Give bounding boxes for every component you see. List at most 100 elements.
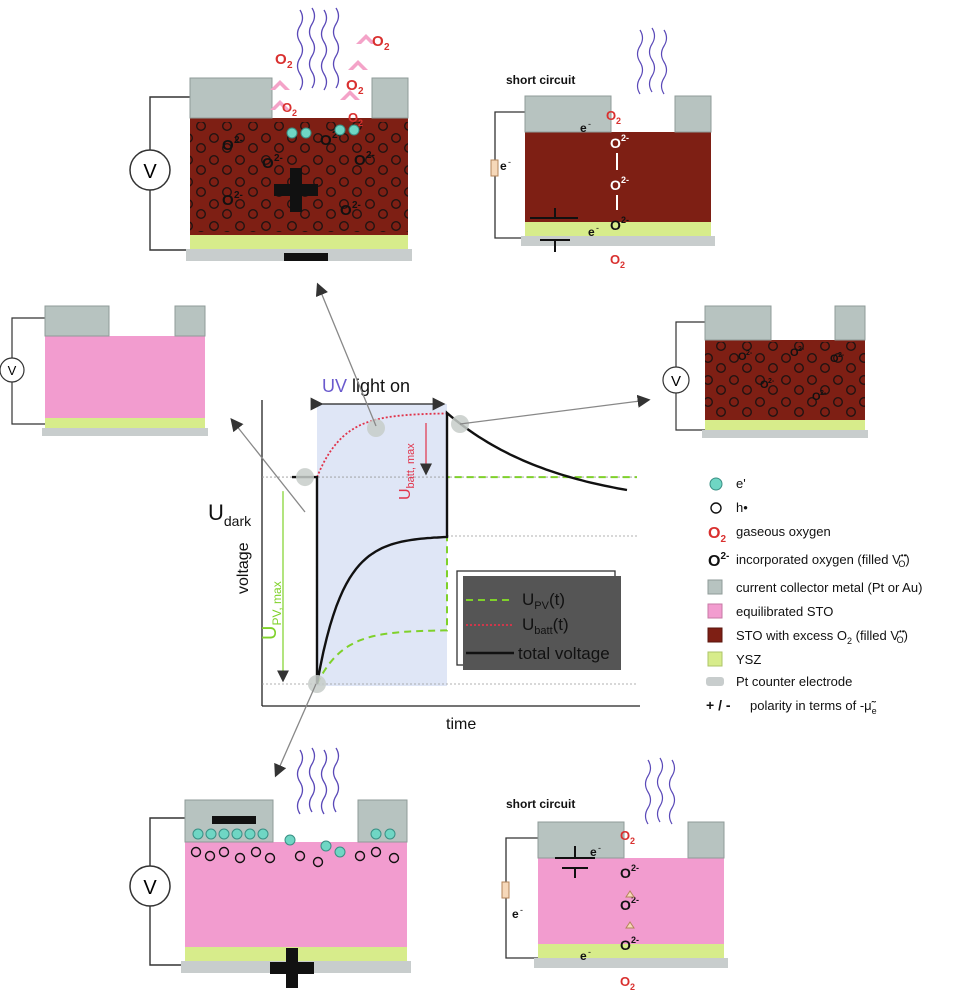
panel-left-middle: V	[0, 305, 208, 436]
uv-illumination-band	[317, 404, 447, 686]
svg-text:O: O	[346, 77, 358, 94]
electron-labels: e- e- e-	[500, 119, 599, 239]
svg-text:2-: 2-	[274, 153, 283, 164]
collector-right	[834, 305, 866, 341]
legend-entry-ubatt: Ubatt(t)	[522, 615, 569, 637]
svg-text:2-: 2-	[621, 133, 629, 143]
legend-incorp-o-icon: O2-	[708, 551, 729, 570]
svg-text:2-: 2-	[621, 215, 629, 225]
svg-text:O: O	[275, 51, 287, 68]
collector-right	[674, 95, 712, 133]
udark-label: Udark	[208, 500, 252, 529]
chart-legend: UPV(t) Ubatt(t) total voltage	[456, 570, 621, 670]
svg-text:2-: 2-	[746, 350, 753, 357]
svg-text:O: O	[760, 379, 769, 391]
svg-text:2: 2	[620, 260, 625, 270]
current-arrow-icon	[490, 159, 499, 177]
pt-electrode	[42, 428, 208, 436]
ysz-layer	[190, 235, 408, 249]
electron-labels: e- e- e-	[512, 843, 601, 963]
svg-text:O: O	[830, 353, 839, 365]
svg-text:2: 2	[358, 86, 364, 97]
svg-text:O: O	[620, 865, 631, 881]
voltmeter-label: V	[671, 373, 681, 390]
svg-text:2-: 2-	[332, 130, 341, 141]
short-circuit-label: short circuit	[506, 73, 575, 87]
voltmeter-icon	[129, 865, 171, 907]
svg-text:O: O	[738, 351, 747, 363]
legend-equilibrated-text: equilibrated STO	[736, 604, 833, 619]
short-circuit-label: short circuit	[506, 797, 575, 811]
svg-text:2: 2	[630, 982, 635, 991]
uv-light-on-label: UV light on	[322, 376, 410, 396]
upv-max-label: UPV, max	[259, 581, 284, 640]
voltmeter-label: V	[143, 161, 157, 183]
pt-electrode	[702, 430, 868, 438]
legend-equilibrated-swatch	[707, 603, 723, 619]
legend-ysz-swatch	[707, 651, 723, 667]
svg-text:e: e	[580, 121, 587, 135]
svg-text:2: 2	[358, 118, 363, 128]
svg-text:2: 2	[287, 60, 293, 71]
circuit-wire	[494, 111, 525, 239]
collector-right	[687, 821, 725, 859]
legend-excess-swatch	[707, 627, 723, 643]
voltage-time-chart: UV light on Udark UPV, max Ubatt, max vo…	[208, 376, 640, 733]
arrow-to-left-panel	[230, 417, 306, 513]
svg-text:O: O	[610, 135, 621, 151]
minus-sign-icon	[284, 253, 328, 261]
voltmeter-label: V	[8, 363, 17, 378]
plus-sign-icon	[270, 948, 314, 988]
svg-text:O: O	[282, 100, 292, 115]
connector-arrows	[230, 282, 651, 778]
svg-text:O: O	[354, 152, 366, 169]
electron-markers	[286, 124, 360, 139]
svg-text:-: -	[596, 223, 599, 233]
svg-text:2-: 2-	[352, 200, 361, 211]
series-upv-line	[316, 476, 637, 685]
udark-point-marker	[296, 468, 314, 487]
legend-polarity-icon: + / -	[706, 697, 731, 713]
uv-wave-icon	[636, 27, 668, 95]
current-arrow-icon	[501, 881, 510, 899]
sto-equilibrated-layer	[45, 336, 205, 418]
circuit-wire	[505, 837, 538, 959]
legend-pt-swatch	[706, 677, 724, 686]
ysz-layer	[45, 418, 205, 428]
svg-text:2-: 2-	[631, 863, 639, 873]
arrow-to-bottom-left-panel	[274, 683, 317, 778]
legend-gas-o2-text: gaseous oxygen	[736, 524, 831, 539]
minimum-point-marker	[308, 675, 326, 693]
collector-left	[44, 305, 110, 337]
svg-text:e: e	[588, 225, 595, 239]
legend-excess-text: STO with excess O2 (filled V••O)	[736, 627, 908, 646]
svg-text:-: -	[588, 119, 591, 129]
electron-markers	[192, 828, 396, 858]
voltmeter-label: V	[143, 877, 157, 899]
svg-text:e: e	[580, 949, 587, 963]
chart-legend-shadow	[463, 576, 621, 670]
collector-right	[357, 799, 408, 843]
saturation-point-marker	[367, 419, 385, 437]
ysz-layer	[538, 944, 724, 958]
svg-text:e: e	[500, 159, 507, 173]
oxygen-pattern	[705, 342, 865, 418]
battery-symbol-icon	[555, 846, 595, 878]
pt-electrode	[534, 958, 728, 968]
svg-text:O: O	[620, 828, 630, 843]
voltmeter-icon	[129, 149, 171, 191]
uv-wave-icon	[644, 757, 676, 825]
legend-electron-text: e'	[736, 476, 746, 491]
svg-text:2-: 2-	[820, 390, 827, 397]
svg-text:O: O	[812, 391, 821, 403]
uv-wave-icon	[296, 7, 340, 91]
collector-left	[524, 95, 612, 133]
voltmeter-icon	[0, 357, 25, 383]
legend-collector-swatch	[707, 579, 723, 595]
